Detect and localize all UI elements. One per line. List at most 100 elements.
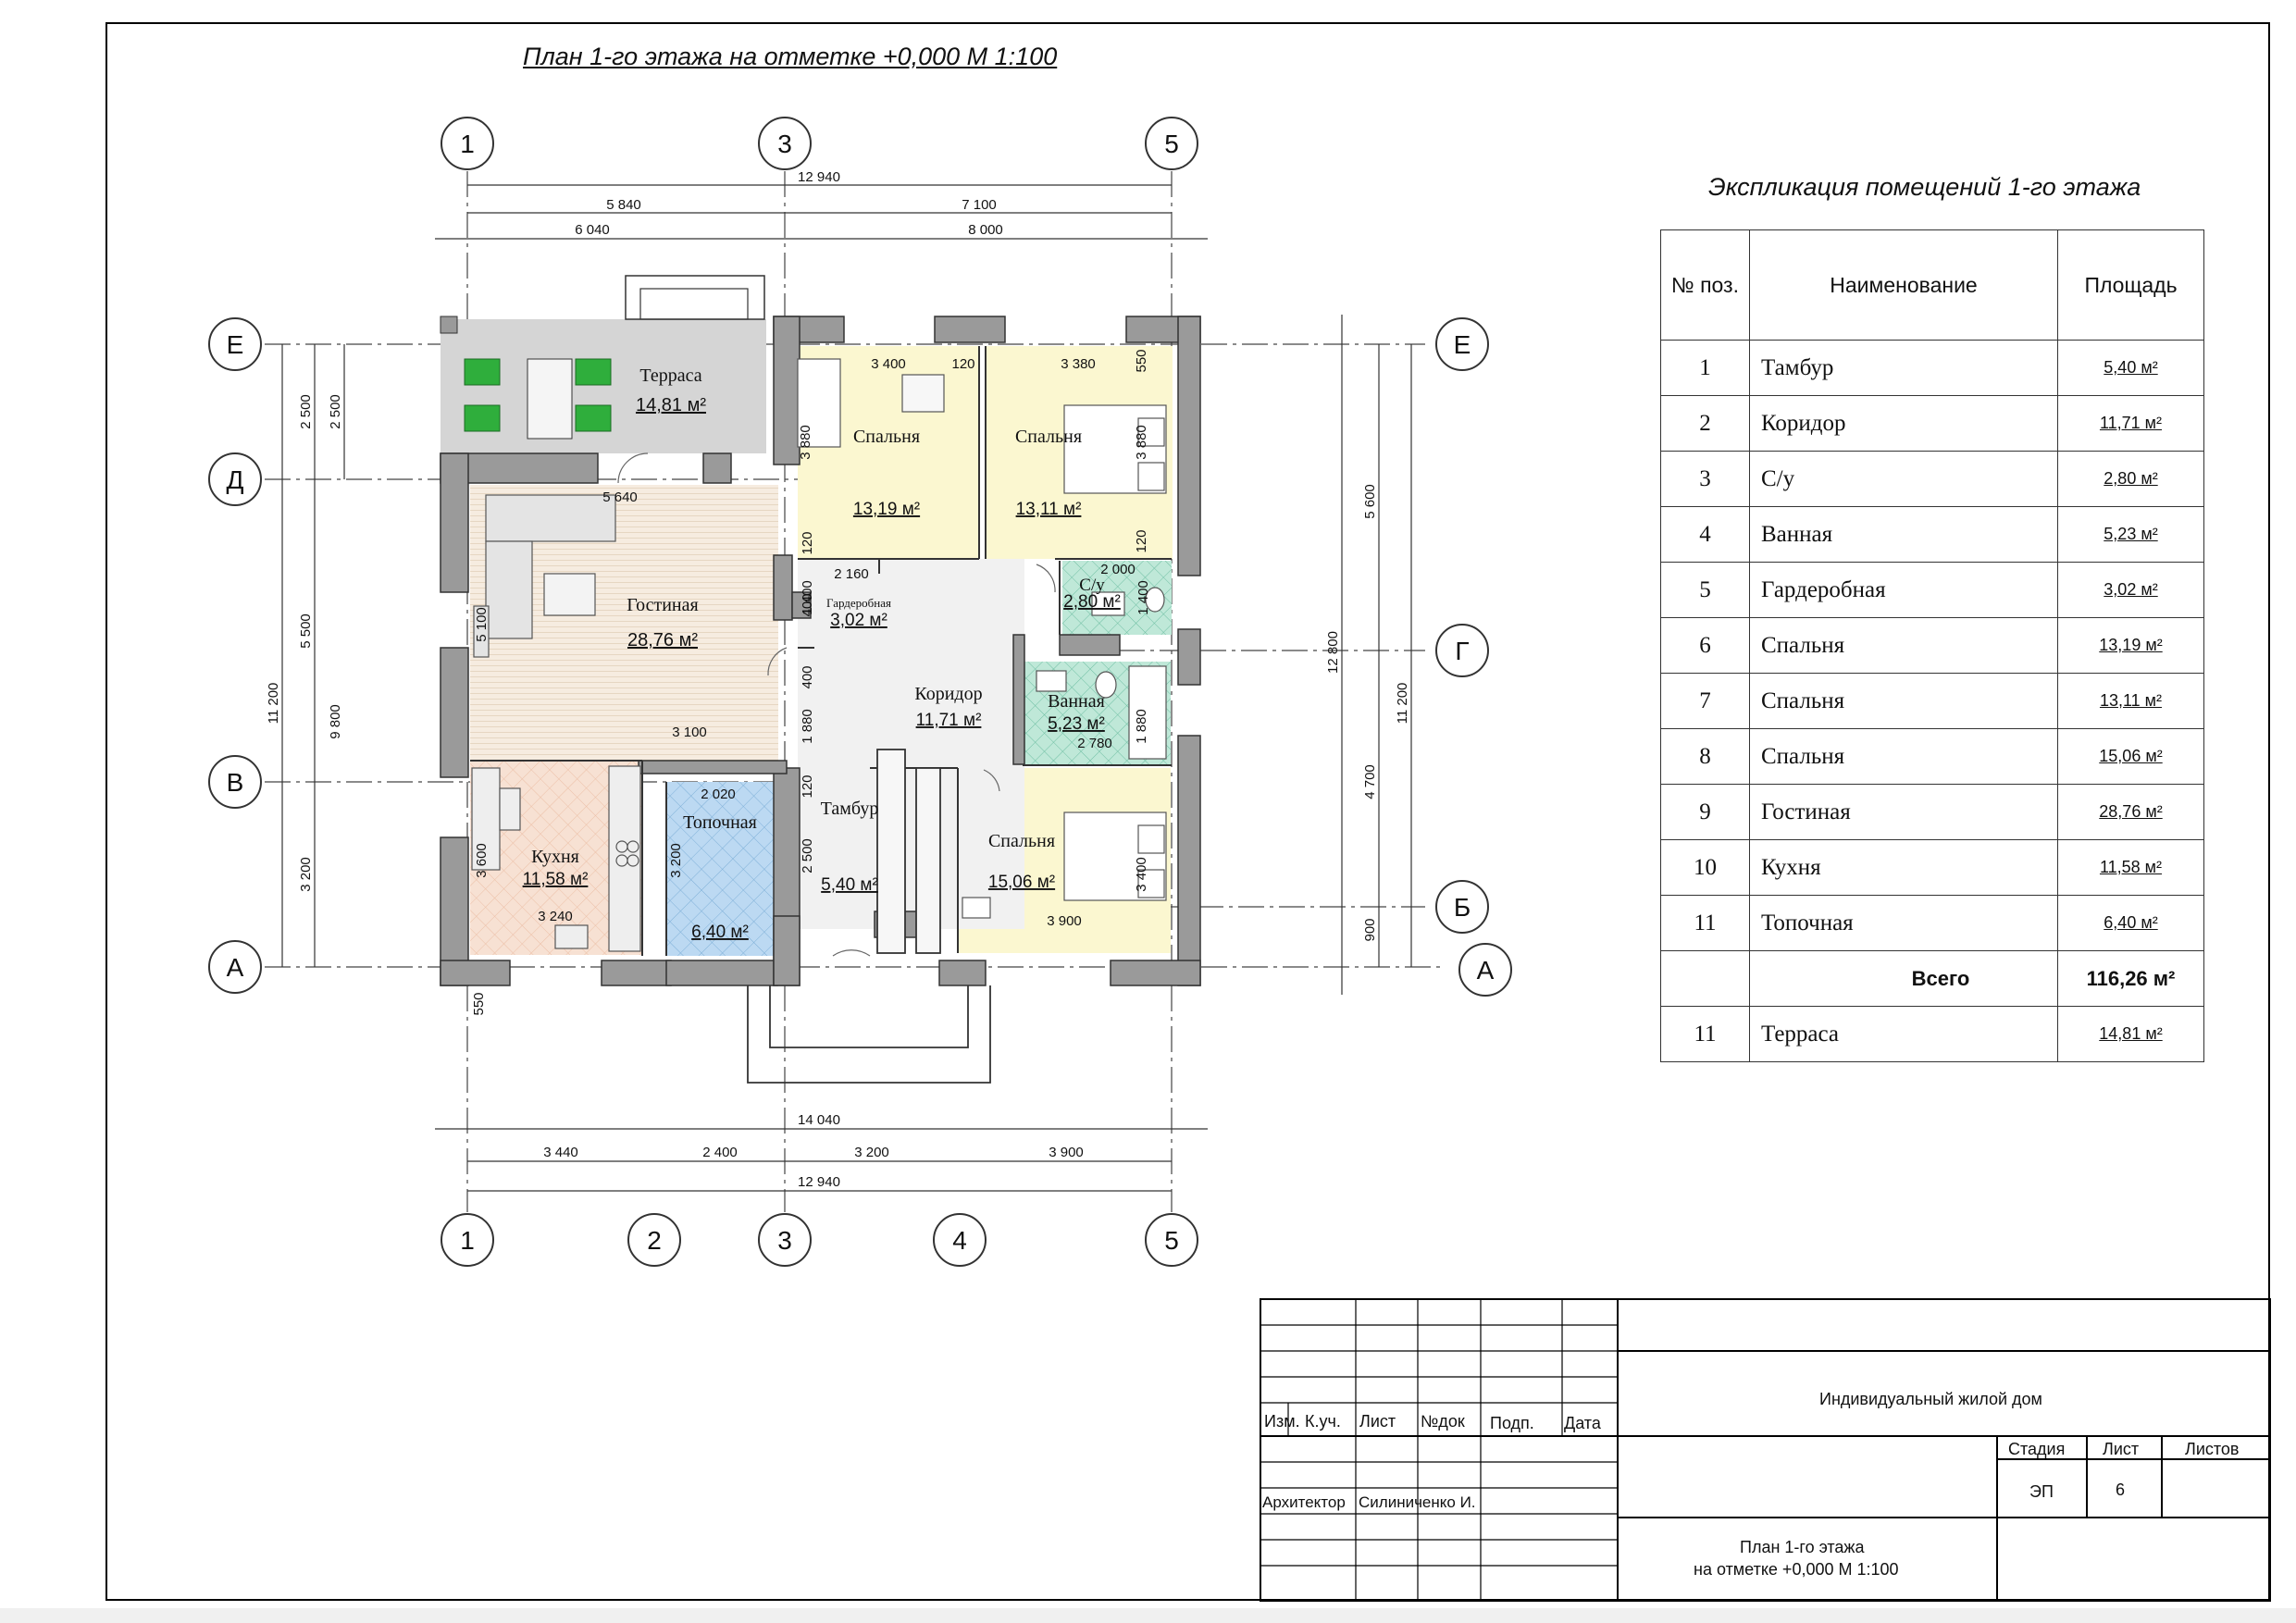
axis-left-1-label: Д	[227, 465, 244, 494]
room-area-corridor: 11,71 м²	[916, 711, 982, 730]
room-area-bedroom7: 13,11 м²	[1016, 500, 1082, 519]
axis-bottom-3-label: 4	[952, 1226, 967, 1255]
cell-empty	[1660, 950, 1750, 1007]
cell-area: 3,02 м²	[2057, 562, 2204, 618]
dimension-text: 3 200	[298, 857, 314, 892]
corridor-fill	[798, 559, 1024, 929]
axis-top-0: 1	[441, 117, 494, 170]
axis-left-2: В	[208, 755, 262, 809]
dimension-text: 1 400	[1136, 580, 1151, 615]
total-value: 116,26 м²	[2057, 950, 2204, 1007]
room-name-bedroom7: Спальня	[1015, 427, 1082, 447]
dimension-text: 3 440	[543, 1145, 578, 1160]
bottom-strip	[0, 1608, 2296, 1623]
axis-top-1-label: 3	[777, 130, 792, 158]
dimension-text: 550	[1134, 349, 1149, 372]
dimension-text: 5 500	[298, 613, 314, 649]
axis-left-2-label: В	[227, 768, 244, 797]
table-header-row: № поз. Наименование Площадь	[1660, 229, 2204, 341]
cell-name: С/у	[1749, 451, 2058, 507]
terrace-fill	[441, 319, 766, 453]
dimension-text: 5 100	[474, 607, 490, 642]
cell-num: 7	[1660, 673, 1750, 729]
dimension-text: 3 900	[1047, 913, 1082, 929]
dimension-text: 3 240	[538, 909, 573, 924]
room-area-bedroom8: 15,06 м²	[988, 873, 1055, 892]
dimension-text: 3 400	[1134, 857, 1149, 892]
cell-area: 2,80 м²	[2057, 451, 2204, 507]
entrance-porch	[747, 749, 991, 1084]
room-name-living: Гостиная	[627, 595, 698, 615]
axis-top-2: 5	[1145, 117, 1198, 170]
dimension-text: 900	[1362, 918, 1378, 941]
axis-top-1: 3	[758, 117, 812, 170]
tb-drawing-title-2: на отметке +0,000 М 1:100	[1694, 1560, 1899, 1579]
dimension-text: 2 500	[298, 394, 314, 429]
dimension-text: 12 940	[798, 1174, 840, 1190]
axis-top-2-label: 5	[1164, 130, 1179, 158]
cell-name: Гардеробная	[1749, 562, 2058, 618]
dimension-text: 12 940	[798, 169, 840, 185]
dimension-text: 3 200	[854, 1145, 889, 1160]
room-area-living: 28,76 м²	[627, 630, 698, 650]
dimension-text: 3 400	[871, 356, 906, 372]
axis-bottom-0-label: 1	[460, 1226, 475, 1255]
dimension-text: 120	[1134, 529, 1149, 552]
dimension-text: 2 000	[1100, 562, 1136, 577]
tb-sheets-label: Листов	[2185, 1440, 2240, 1458]
axis-left-0: Е	[208, 317, 262, 371]
room-name-bedroom6: Спальня	[853, 427, 920, 447]
cell-name: Ванная	[1749, 506, 2058, 563]
bedroom-furniture	[797, 358, 1167, 919]
axis-bottom-2-label: 3	[777, 1226, 792, 1255]
room-name-wc: С/у	[1079, 576, 1105, 595]
axis-right-1-label: Г	[1455, 637, 1469, 665]
room-fills	[441, 319, 1173, 956]
cell-area: 13,11 м²	[2057, 673, 2204, 729]
header-name: Наименование	[1749, 229, 2058, 341]
axis-top-0-label: 1	[460, 130, 475, 158]
room-name-corridor: Коридор	[914, 684, 982, 704]
chair-3	[575, 358, 612, 386]
cell-area: 11,58 м²	[2057, 839, 2204, 896]
cell-num: 10	[1660, 839, 1750, 896]
cell-area: 5,23 м²	[2057, 506, 2204, 563]
axis-bottom-0: 1	[441, 1213, 494, 1267]
cell-num: 3	[1660, 451, 1750, 507]
axis-left-1: Д	[208, 452, 262, 506]
interior-partitions	[470, 346, 1172, 956]
cell-num: 1	[1660, 340, 1750, 396]
dimension-text: 3 200	[668, 843, 684, 878]
dimension-text: 7 100	[962, 197, 997, 213]
dimension-text: 4 700	[1362, 764, 1378, 799]
room-name-vestibule: Тамбур	[821, 799, 879, 819]
room-area-bath: 5,23 м²	[1048, 714, 1105, 734]
dimension-text: 1 880	[800, 709, 815, 744]
axis-bottom-4: 5	[1145, 1213, 1198, 1267]
tb-project-name: Индивидуальный жилой дом	[1819, 1390, 2042, 1408]
terrace-furniture	[440, 275, 765, 440]
header-pos: № поз.	[1660, 229, 1750, 341]
tb-header-ndok: №док	[1421, 1412, 1465, 1431]
axis-left-3-label: А	[227, 953, 244, 982]
tb-header-podp: Подп.	[1490, 1414, 1534, 1432]
dimension-text: 3 380	[1061, 356, 1096, 372]
dimension-lines	[281, 184, 1412, 1192]
dimension-text: 5 640	[602, 489, 638, 505]
dimension-text: 3 100	[672, 725, 707, 740]
dimension-text: 1 400	[800, 580, 815, 615]
tb-drawing-title-1: План 1-го этажа	[1740, 1538, 1865, 1556]
tb-header-list: Лист	[1359, 1412, 1396, 1431]
cell-name: Гостиная	[1749, 784, 2058, 840]
tb-stage-value: ЭП	[2029, 1482, 2054, 1501]
tb-architect-name: Силиниченко И.	[1359, 1493, 1476, 1511]
dimension-text: 5 840	[606, 197, 641, 213]
axis-left-3: А	[208, 940, 262, 994]
